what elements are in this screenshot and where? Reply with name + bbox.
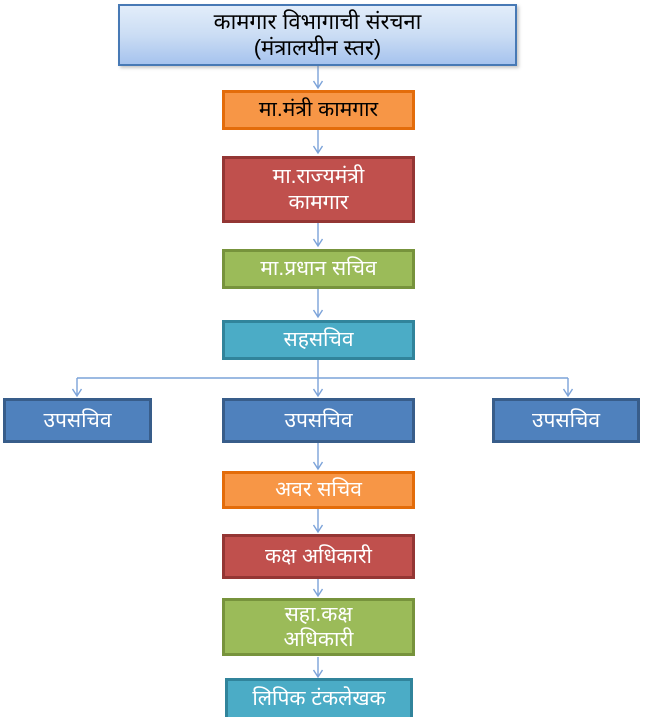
node-state-minister-line1: मा.राज्यमंत्री [272,165,365,189]
node-deputy-secretary-right-label: उपसचिव [531,408,601,432]
node-minister: मा.मंत्री कामगार [222,90,415,130]
node-deputy-secretary-center-label: उपसचिव [284,408,353,432]
node-principal-secretary-label: मा.प्रधान सचिव [260,257,377,281]
node-under-secretary-label: अवर सचिव [275,478,362,502]
node-section-officer: कक्ष अधिकारी [222,534,415,579]
node-clerk-typist: लिपिक टंकलेखक [225,678,413,717]
arrow-minister-to-state-minister [312,130,324,155]
node-joint-secretary-label: सहसचिव [283,328,354,352]
node-deputy-secretary-left-label: उपसचिव [43,408,112,432]
arrow-deputy-to-under-secretary [312,443,324,471]
arrow-assistant-to-clerk-typist [312,657,324,679]
arrow-principal-secretary-to-joint-secretary [312,289,324,319]
node-section-officer-label: कक्ष अधिकारी [264,544,372,568]
node-state-minister-line2: कामगार [288,190,349,214]
node-clerk-typist-label: लिपिक टंकलेखक [252,687,386,711]
node-deputy-secretary-right: उपसचिव [492,398,640,443]
node-title-line2: (मंत्रालयीन स्तर) [253,35,382,60]
branch-joint-secretary-to-deputies [71,360,574,398]
node-assistant-section-officer-line1: सहा.कक्ष [284,602,353,626]
node-under-secretary: अवर सचिव [222,471,415,509]
node-deputy-secretary-left: उपसचिव [3,398,152,443]
node-assistant-section-officer: सहा.कक्ष अधिकारी [222,598,415,656]
arrow-section-officer-to-assistant [312,579,324,598]
node-title: कामगार विभागाची संरचना (मंत्रालयीन स्तर) [118,4,517,66]
node-title-line1: कामगार विभागाची संरचना [213,8,422,34]
node-assistant-section-officer-line2: अधिकारी [283,628,354,651]
arrow-title-to-minister [312,66,324,90]
node-principal-secretary: मा.प्रधान सचिव [222,249,415,289]
arrow-state-minister-to-principal-secretary [312,223,324,248]
node-joint-secretary: सहसचिव [222,320,415,360]
node-deputy-secretary-center: उपसचिव [222,398,415,443]
node-state-minister: मा.राज्यमंत्री कामगार [222,156,415,223]
arrow-under-secretary-to-section-officer [312,509,324,534]
node-minister-label: मा.मंत्री कामगार [258,98,379,122]
